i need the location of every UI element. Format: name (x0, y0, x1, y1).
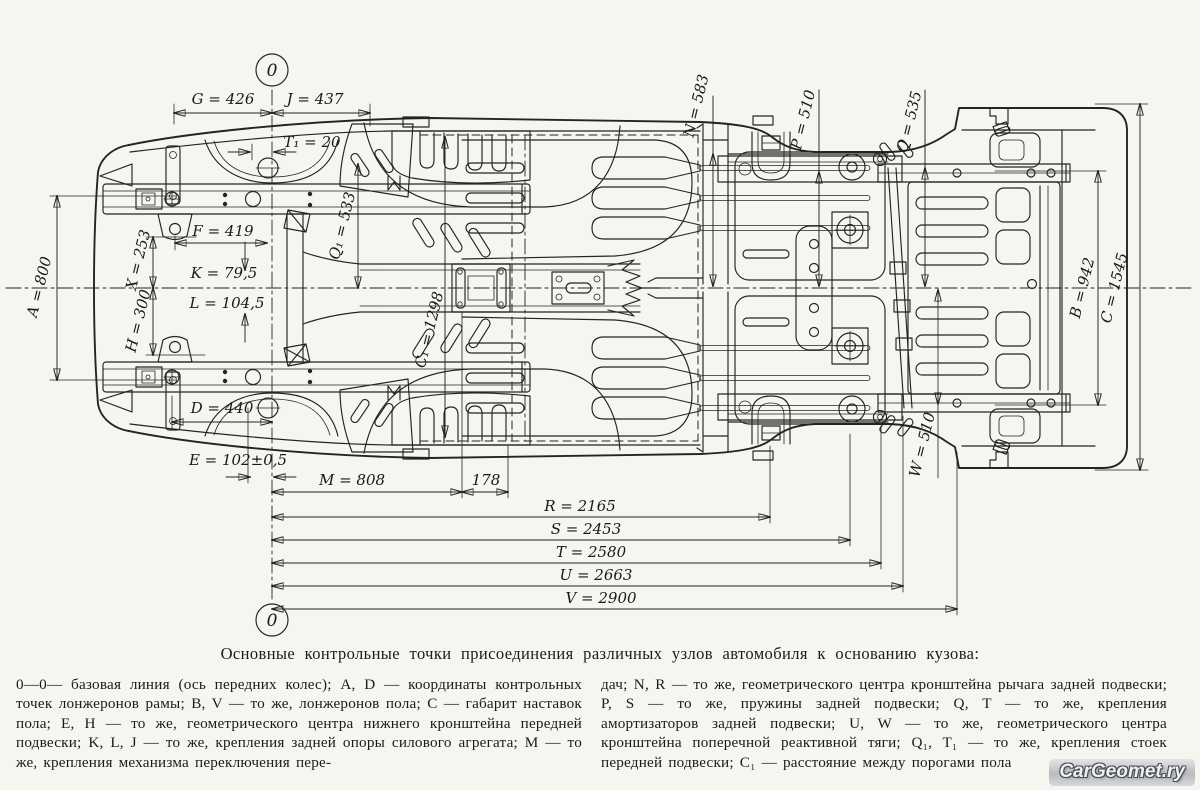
extension-lines (49, 103, 1149, 616)
dim-label-m: M = 808 (318, 471, 385, 489)
dimension-lines (57, 89, 1140, 609)
dim-label-r: R = 2165 (543, 497, 616, 515)
dim-label-g: G = 426 (192, 90, 255, 108)
legend-column-left: 0—0— базовая линия (ось передних колес);… (16, 676, 582, 771)
watermark-logo: CarGeomet.ry (1049, 759, 1195, 786)
dim-label-p: P = 510 (787, 88, 820, 153)
floor-opening-dashed (419, 134, 699, 442)
dimension-labels: G = 426 J = 437 T₁ = 20 F = 419 K = 79,5… (22, 73, 1131, 607)
car-body-outline (93, 107, 1128, 469)
dim-label-j: J = 437 (284, 90, 344, 108)
dim-label-f: F = 419 (191, 222, 254, 240)
dim-label-k: K = 79,5 (190, 264, 258, 282)
dim-label-q1: Q₁ = 533 (325, 190, 359, 261)
dim-label-x: X = 253 (122, 228, 155, 293)
dim-label-178: 178 (472, 471, 501, 489)
dim-label-t1: T₁ = 20 (283, 133, 341, 151)
datum-circle-bottom: 0 (255, 603, 289, 637)
legend-column-right: дач; N, R — то же, геометрического центр… (601, 676, 1167, 771)
datum-label-top: 0 (267, 61, 278, 81)
dim-label-w: W = 510 (905, 410, 939, 479)
dim-label-u: U = 2663 (560, 566, 633, 584)
dim-label-t: T = 2580 (556, 543, 627, 561)
dim-label-c1: C₁ = 1298 (411, 290, 447, 370)
datum-label-bottom: 0 (267, 611, 278, 631)
dim-label-l: L = 104,5 (188, 294, 264, 312)
dim-label-h: H = 300 (121, 287, 154, 355)
datum-circle-top: 0 (255, 53, 289, 87)
underbody-diagram: 0 0 (5, 53, 1195, 637)
dim-label-s: S = 2453 (551, 520, 622, 538)
dim-label-n: N = 583 (679, 73, 712, 140)
dim-label-d: D = 440 (190, 399, 254, 417)
dim-label-v: V = 2900 (565, 589, 637, 607)
dim-label-a: A = 800 (22, 254, 55, 320)
figure-caption: Основные контрольные точки присоединения… (220, 644, 980, 663)
dim-label-e: E = 102±0,5 (188, 451, 287, 469)
dim-label-q: Q = 535 (893, 89, 926, 155)
